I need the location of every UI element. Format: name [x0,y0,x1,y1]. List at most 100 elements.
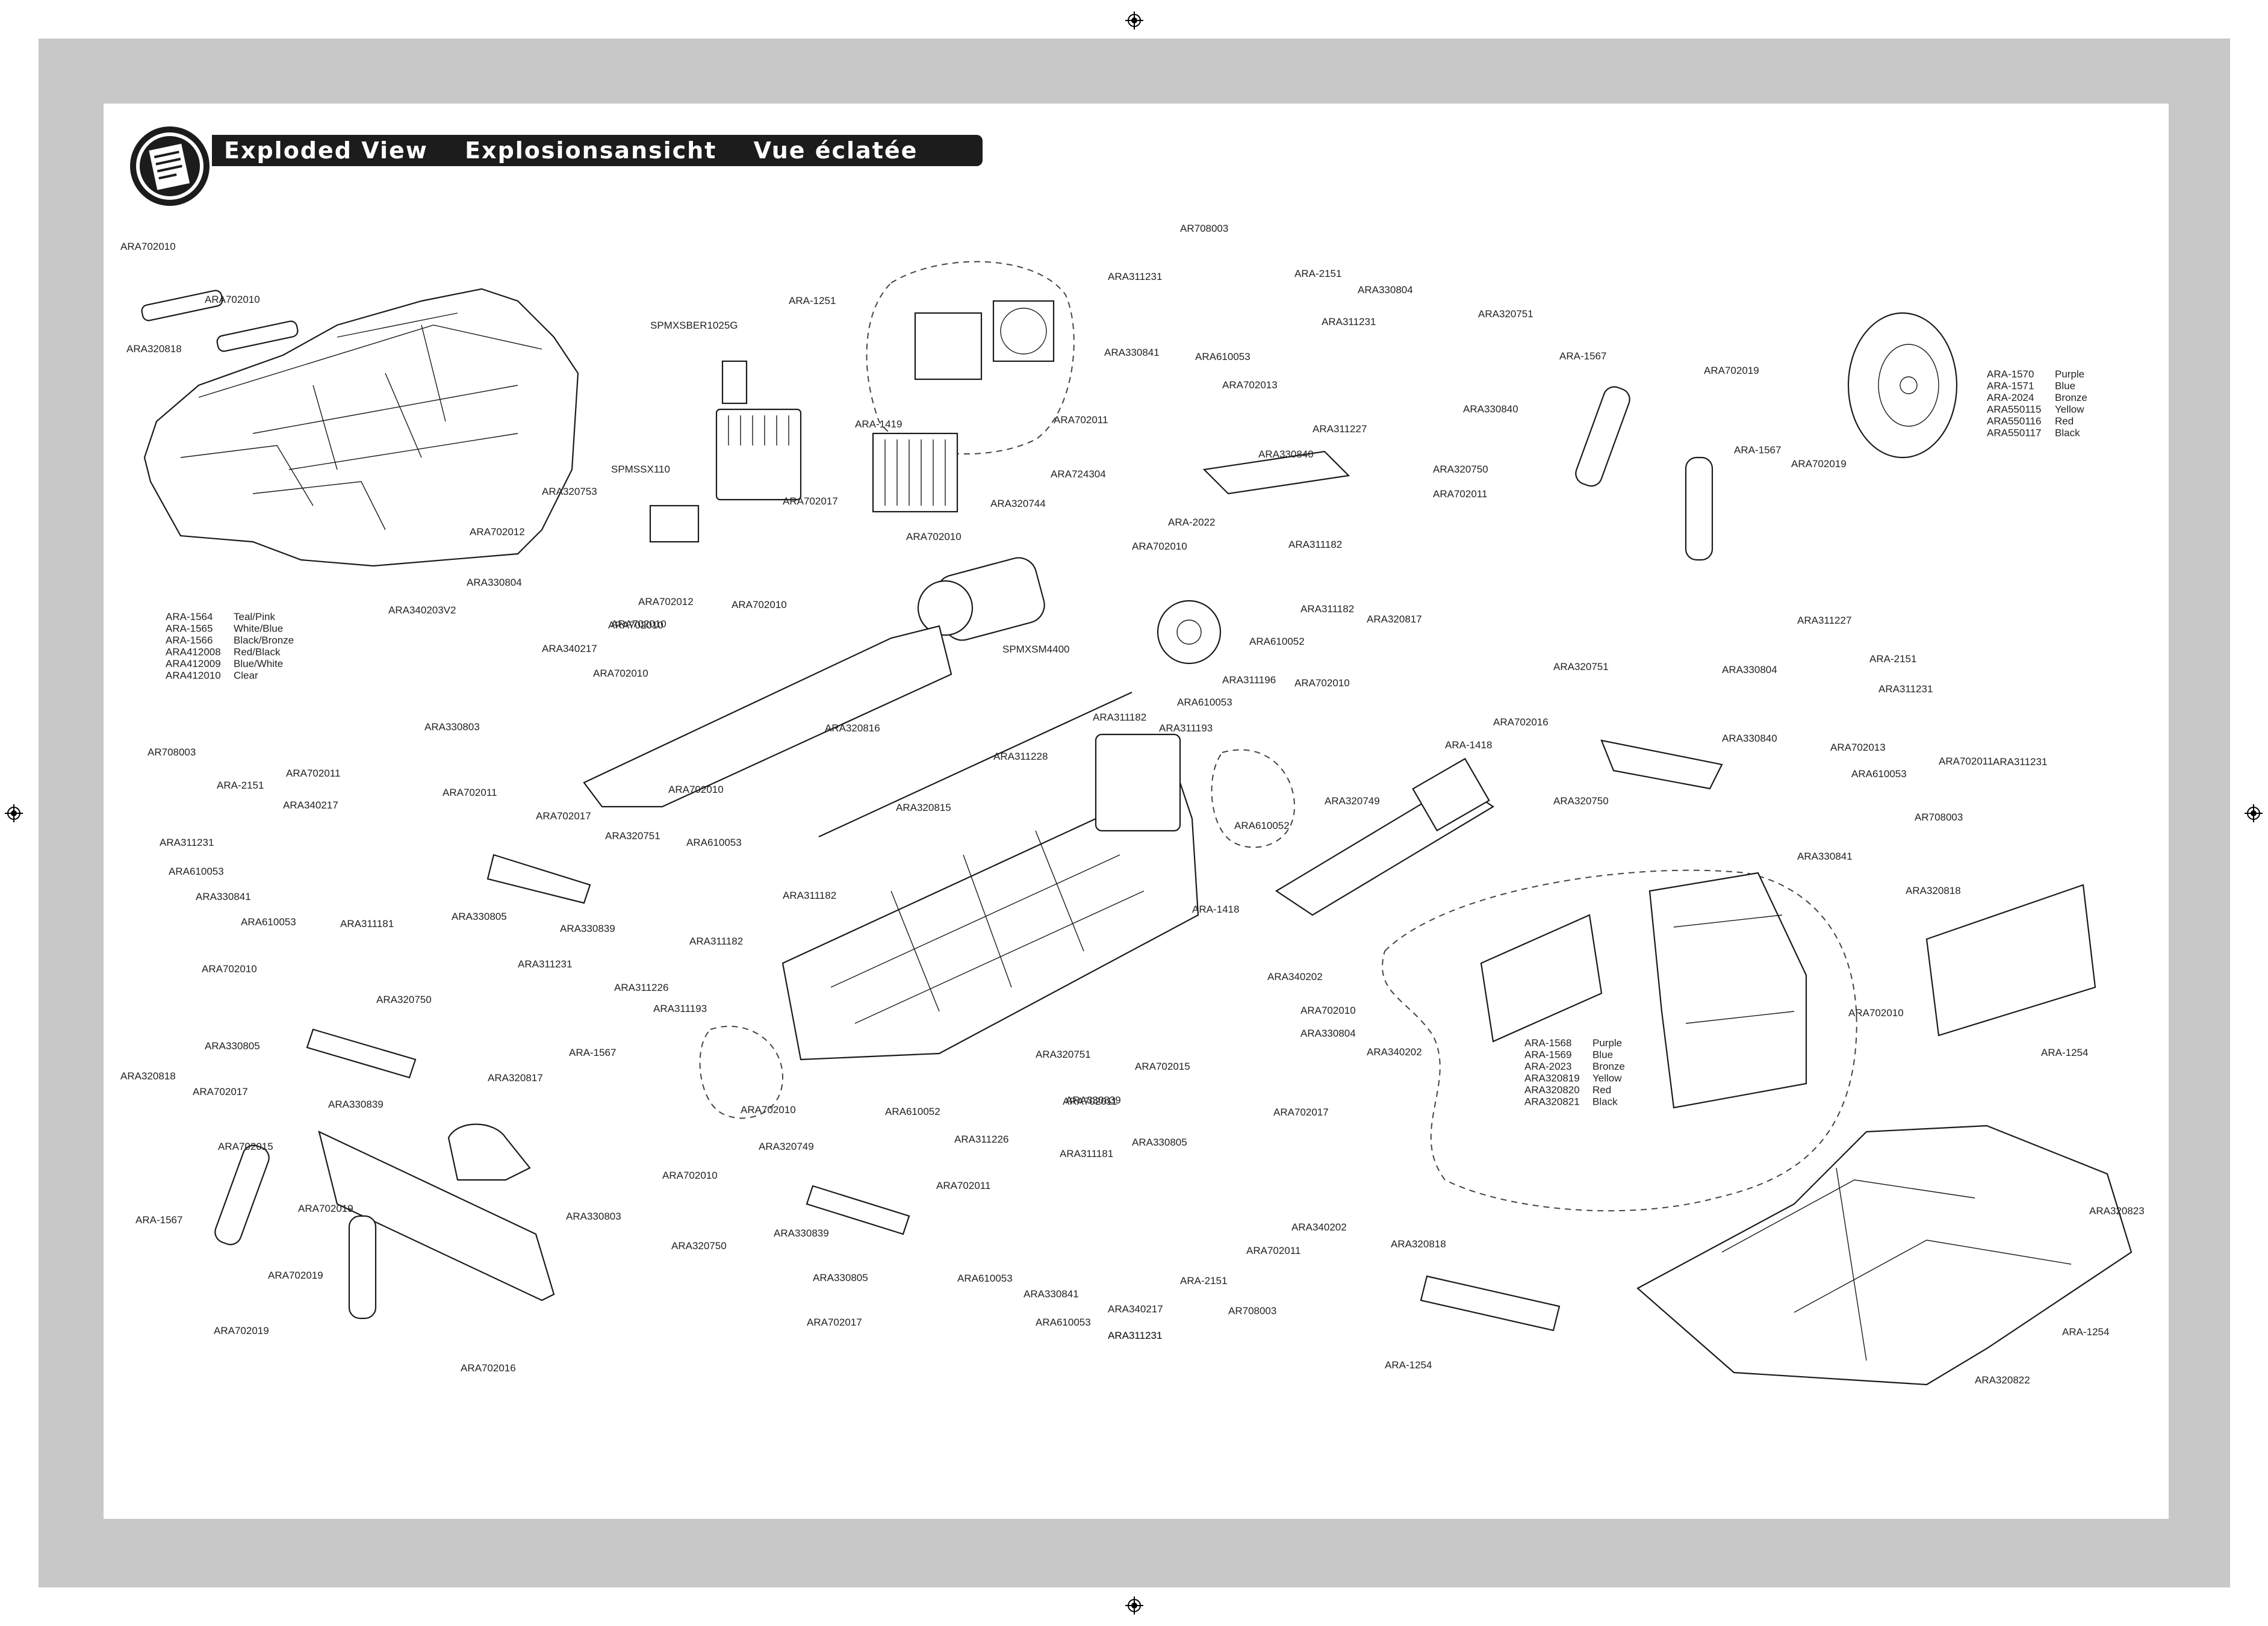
part-color: Teal/Pink [234,611,275,622]
part-number-label: ARA702012 [638,596,694,607]
title-french: Vue éclatée [753,137,918,164]
part-color: Blue [2055,380,2075,392]
wing-mount [141,290,299,352]
suspension-arm [806,1185,910,1235]
part-number-label: ARA330840 [1258,448,1314,460]
part-number-label: ARA702011 [1246,1245,1300,1256]
part-number-label: ARA-1419 [855,418,902,430]
part-number-label: ARA724304 [1051,468,1106,480]
part-number-label: ARA320818 [120,1070,176,1082]
part-number-label: ARA-2151 [1180,1275,1227,1286]
part-number-label: ARA702019 [1791,458,1847,470]
part-color: Red [1592,1084,1611,1096]
body-mount [447,1123,531,1181]
suspension-arm [1600,739,1723,790]
part-number-label: ARA320751 [1553,661,1609,672]
fan [992,300,1055,362]
part-number-label: ARA610052 [885,1106,940,1117]
chassis [781,733,1199,1061]
fan-callout [866,261,1075,455]
part-number-label: ARA330803 [424,721,480,733]
roll-cage-callout [1382,869,1857,1212]
part-number-label: ARA330805 [205,1040,260,1052]
part-number-label: ARA320753 [542,486,597,497]
part-number-label: ARA320817 [1367,613,1422,625]
wheel [1847,312,1958,459]
part-color: Purple [1592,1037,1622,1049]
part-number-label: ARA-1254 [2062,1326,2109,1338]
part-number-label: ARA702010 [906,531,962,542]
part-number-label: ARA340202 [1291,1221,1347,1233]
part-number-label: ARA320751 [1478,308,1533,320]
part-code: ARA412010 [166,670,221,681]
part-number-label: ARA311231 [160,837,214,848]
part-number-label: ARA702011 [443,787,497,798]
part-number-label: ARA311226 [954,1134,1008,1145]
part-number-label: ARA340203V2 [388,604,456,616]
page-title: Exploded View Explosionsansicht Vue écla… [224,135,945,166]
part-color: Purple [2055,368,2084,380]
part-number-label: ARA330840 [1463,403,1518,415]
part-number-label: ARA702010 [608,619,663,631]
part-number-label: ARA311231 [1108,1330,1162,1341]
part-number-label: ARA320823 [2089,1205,2145,1217]
part-color: Red [2055,415,2074,427]
part-number-label: ARA702010 [732,599,787,610]
part-number-label: ARA702019 [268,1270,323,1281]
part-color: Blue [1592,1049,1613,1061]
part-number-label: ARA330804 [467,577,522,588]
part-number-label: ARA340217 [283,799,338,811]
part-number-label: ARA702010 [741,1104,796,1116]
registration-mark-icon [2245,804,2263,822]
part-number-label: ARA311227 [1797,615,1851,626]
chassis-brace [583,625,952,808]
front-diff-callout [699,1025,784,1119]
part-number-label: ARA702019 [214,1325,269,1336]
part-number-label: ARA330804 [1300,1028,1356,1039]
part-number-label: ARA702010 [1300,1005,1356,1016]
part-number-label: ARA340217 [1108,1303,1163,1315]
part-number-label: ARA311182 [1300,603,1354,615]
part-number-label: ARA702019 [298,1203,353,1214]
part-labels: ARA702010ARA702010ARA320818AR708003ARA31… [120,223,2145,1386]
shock [214,1144,270,1246]
part-number-label: ARA320744 [990,498,1046,509]
part-color: Bronze [1592,1061,1625,1072]
servo [649,504,700,543]
part-number-label: ARA-1567 [569,1047,616,1058]
part-code: ARA550117 [1987,427,2041,439]
part-number-label: ARA330804 [1358,284,1413,296]
part-number-label: ARA311227 [1313,423,1367,435]
part-number-label: ARA702010 [1132,541,1187,552]
suspension-arm [1202,450,1350,495]
part-number-label: ARA311182 [1288,539,1342,550]
part-code: ARA-2023 [1524,1061,1571,1072]
part-number-label: ARA311231 [1322,316,1376,327]
registration-mark-icon [1125,1597,1143,1615]
part-number-label: ARA311181 [340,918,394,929]
part-number-label: ARA330805 [452,911,507,922]
part-code: ARA-1570 [1987,368,2034,380]
part-number-label: ARA610053 [241,916,296,928]
part-number-label: ARA702015 [218,1141,273,1152]
part-color: Black/Bronze [234,635,294,646]
part-number-label: ARA610053 [1177,697,1232,708]
part-code: ARA-1566 [166,635,213,646]
part-number-label: ARA330840 [1722,733,1777,744]
part-number-label: ARA702010 [662,1170,718,1181]
part-code: ARA-1569 [1524,1049,1571,1061]
part-number-label: ARA702010 [1294,677,1350,689]
part-number-label: ARA330841 [1104,347,1160,358]
part-number-label: ARA702011 [1433,488,1487,500]
part-number-label: ARA311193 [1159,722,1213,734]
shock [1575,386,1630,487]
part-code: ARA412008 [166,647,221,658]
part-number-label: ARA320750 [1553,795,1609,807]
part-code: ARA-2024 [1987,392,2034,403]
fan-housing [914,312,983,380]
part-number-label: ARA702010 [205,294,260,305]
center-driveshaft [818,692,1132,837]
part-number-label: ARA320750 [376,994,432,1005]
